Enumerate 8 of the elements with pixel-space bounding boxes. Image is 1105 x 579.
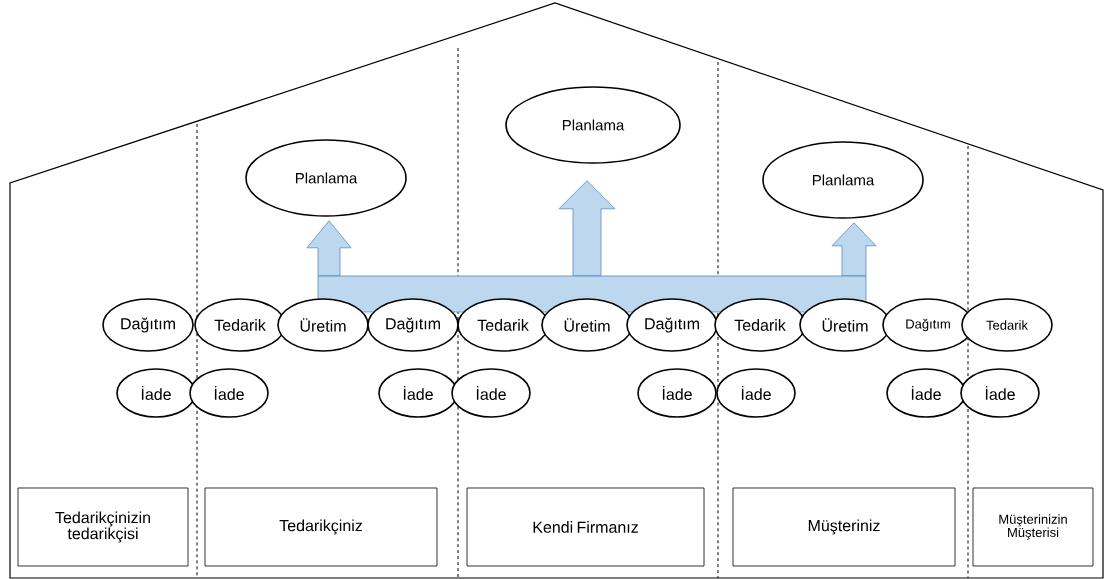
block-arrow [831, 222, 877, 276]
company-box: Tedarikçiniz [204, 487, 438, 567]
company-box: Tedarikçinizin tedarikçisi [17, 487, 189, 567]
block-arrow [558, 180, 616, 276]
company-box: Müşteriniz [732, 487, 956, 567]
company-box: Müşterinizin Müşterisi [972, 487, 1094, 567]
company-box: Kendi Firmanız [466, 487, 705, 567]
block-arrow [306, 220, 352, 276]
